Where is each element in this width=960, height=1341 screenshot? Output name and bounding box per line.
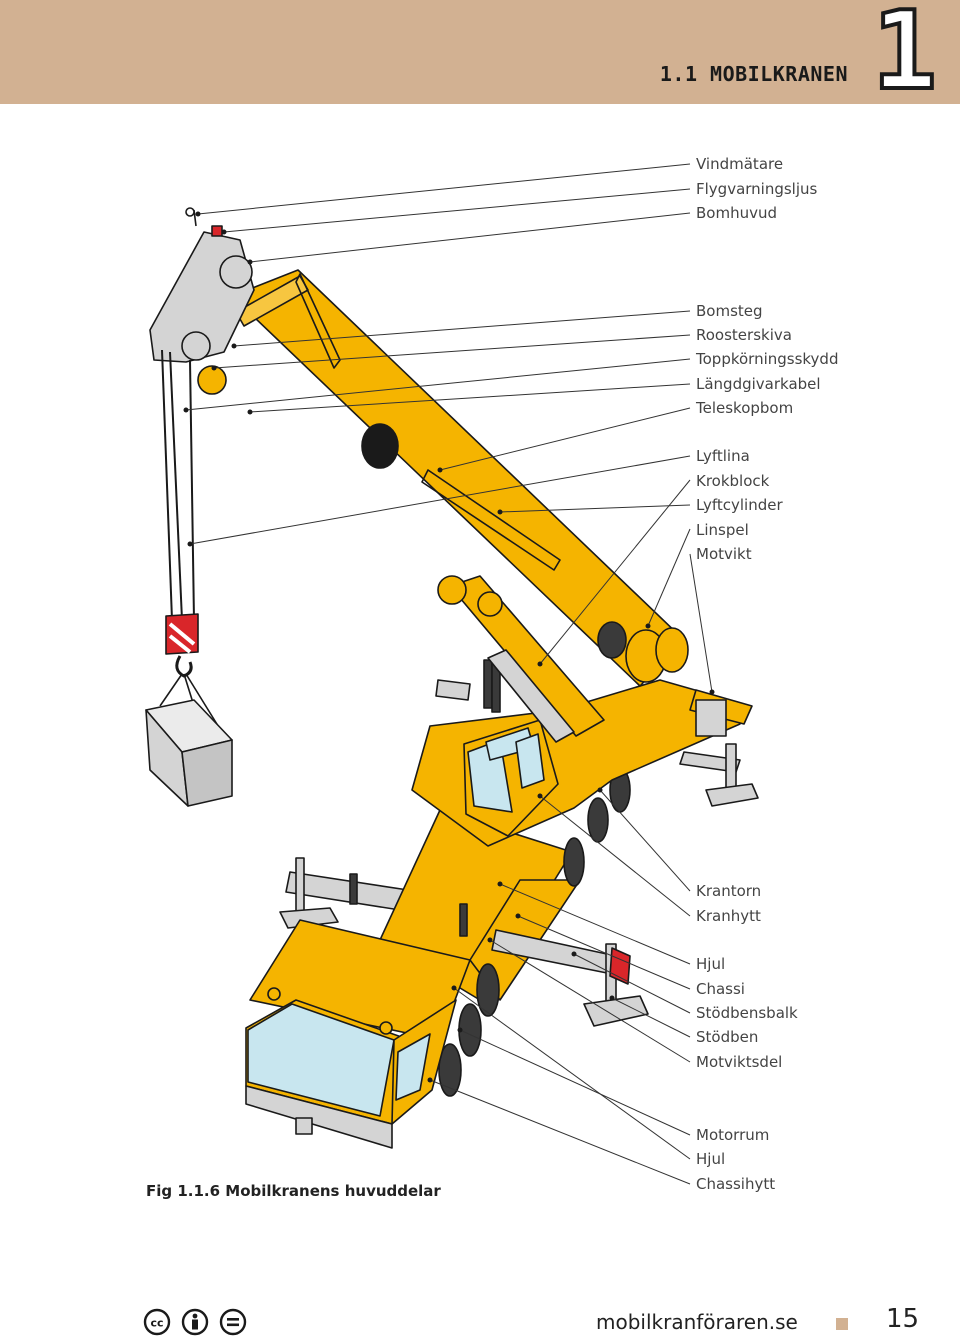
label-boom-head: Bomhuvud: [696, 204, 777, 222]
rear-outrigger: [279, 679, 759, 929]
label-telescopic-boom: Teleskopbom: [696, 399, 794, 417]
hoist-rope: [161, 349, 195, 621]
crane-cab: [463, 719, 559, 837]
label-length-cable: Längdgivarkabel: [696, 375, 821, 393]
page-header: 1.1 MOBILKRANEN 1: [0, 0, 960, 114]
hook-block: [165, 613, 199, 678]
leader-lines: [185, 163, 713, 1185]
label-boom-step: Bomsteg: [696, 302, 763, 320]
lift-cylinder: [437, 575, 605, 743]
label-aviation-light: Flygvarningsljus: [696, 180, 818, 198]
section-title: 1.1 MOBILKRANEN: [659, 62, 848, 86]
leader-dots: [183, 211, 715, 1083]
label-anti-two-block: Toppkörningsskydd: [696, 350, 839, 368]
label-crane-cab: Kranhytt: [696, 907, 761, 925]
by-icon: [181, 1308, 209, 1336]
exhaust-pipes: [349, 659, 501, 937]
label-outrigger-leg: Stödben: [696, 1028, 759, 1046]
chassis-cab: [245, 987, 457, 1149]
winch: [597, 621, 689, 683]
telescopic-boom: [231, 269, 685, 687]
nd-icon: [219, 1308, 247, 1336]
cc-icon: cc: [143, 1308, 171, 1336]
label-lift-cylinder: Lyftcylinder: [696, 496, 783, 514]
label-wheel: Hjul: [696, 955, 726, 973]
label-crane-tower: Krantorn: [696, 882, 762, 900]
label-winch: Linspel: [696, 521, 749, 539]
label-hoist-rope: Lyftlina: [696, 447, 750, 465]
label-counterweight-part: Motviktsdel: [696, 1053, 783, 1071]
footer-square: [836, 1318, 848, 1330]
boom-head: [149, 207, 255, 363]
figure-caption: Fig 1.1.6 Mobilkranens huvuddelar: [146, 1182, 441, 1200]
svg-text:cc: cc: [150, 1317, 163, 1330]
chapter-number: 1: [870, 0, 939, 114]
label-hook-block: Krokblock: [696, 472, 770, 490]
label-wind-gauge: Vindmätare: [696, 155, 784, 173]
footer-website: mobilkranföraren.se: [596, 1310, 798, 1334]
load-block: [145, 673, 233, 807]
label-chassis: Chassi: [696, 980, 745, 998]
label-counterweight: Motvikt: [696, 545, 752, 563]
label-engine-compartment: Motorrum: [696, 1126, 770, 1144]
label-rooster-sheave: Roosterskiva: [696, 326, 792, 344]
label-wheel-front: Hjul: [696, 1150, 726, 1168]
license-icons: cc: [143, 1307, 247, 1341]
boom-roller: [197, 365, 399, 469]
label-chassis-cab: Chassihytt: [696, 1175, 776, 1193]
page-number: 15: [886, 1304, 920, 1334]
label-outrigger-beam: Stödbensbalk: [696, 1004, 798, 1022]
